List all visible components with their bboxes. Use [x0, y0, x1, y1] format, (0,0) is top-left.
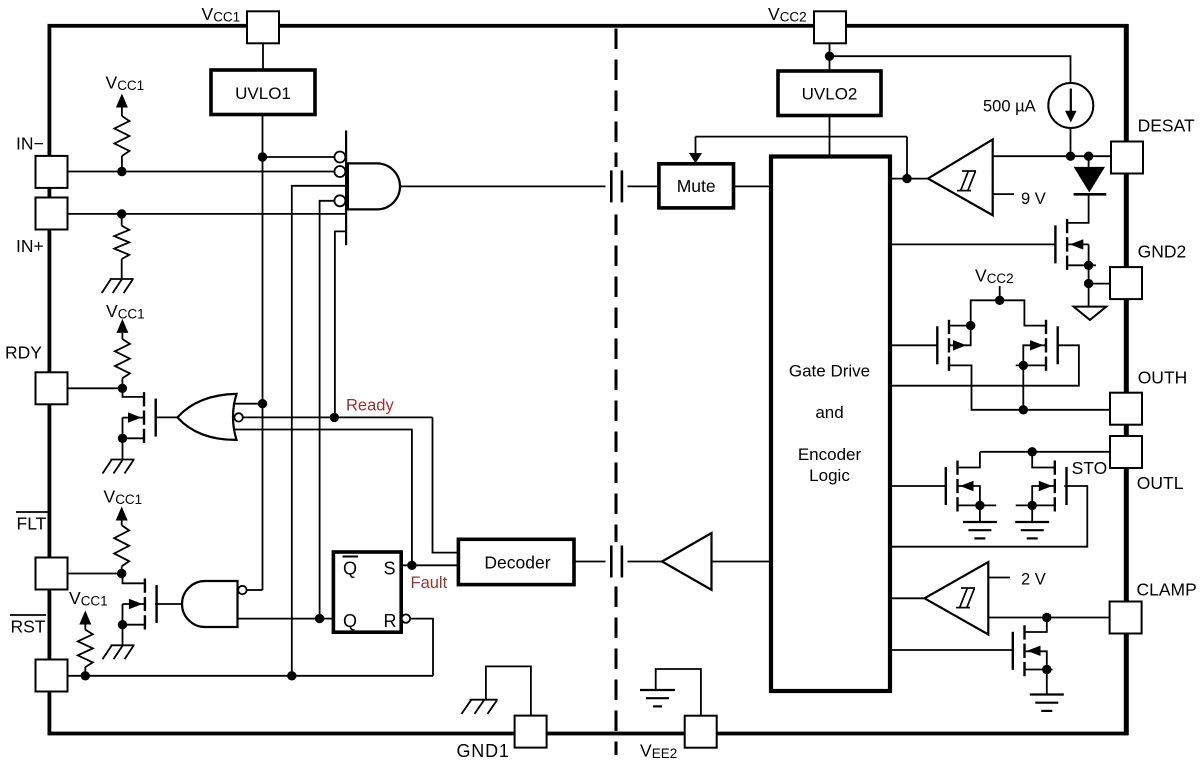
svg-text:IN+: IN+ — [16, 236, 44, 256]
svg-text:GND2: GND2 — [1138, 242, 1187, 262]
svg-text:CLAMP: CLAMP — [1137, 580, 1197, 600]
svg-text:Q: Q — [343, 611, 357, 631]
svg-text:and: and — [815, 403, 843, 422]
svg-text:STO: STO — [1072, 458, 1108, 478]
svg-text:RDY: RDY — [5, 343, 42, 363]
svg-text:9 V: 9 V — [1021, 190, 1046, 208]
svg-text:VCC1: VCC1 — [106, 301, 145, 322]
svg-text:VCC1: VCC1 — [106, 73, 145, 94]
svg-text:DESAT: DESAT — [1138, 116, 1195, 136]
svg-text:VCC1: VCC1 — [202, 4, 241, 25]
svg-text:R: R — [384, 611, 397, 631]
svg-text:Logic: Logic — [809, 466, 850, 485]
svg-text:Ready: Ready — [346, 397, 394, 415]
svg-text:VCC1: VCC1 — [69, 588, 108, 609]
svg-text:Mute: Mute — [677, 176, 716, 196]
svg-text:VEE2: VEE2 — [640, 741, 677, 762]
svg-text:UVLO2: UVLO2 — [802, 84, 858, 103]
svg-text:Encoder: Encoder — [798, 445, 862, 464]
svg-text:UVLO1: UVLO1 — [235, 84, 291, 103]
svg-text:RST: RST — [11, 617, 46, 637]
svg-text:VCC1: VCC1 — [104, 487, 143, 508]
svg-text:2 V: 2 V — [1021, 571, 1046, 589]
svg-text:Q: Q — [343, 559, 357, 579]
svg-text:OUTH: OUTH — [1138, 367, 1188, 387]
svg-text:VCC2: VCC2 — [975, 266, 1014, 287]
svg-text:IN−: IN− — [16, 134, 44, 154]
svg-text:OUTL: OUTL — [1137, 473, 1184, 493]
svg-text:GND1: GND1 — [457, 741, 510, 761]
svg-text:S: S — [384, 559, 396, 579]
svg-text:Gate Drive: Gate Drive — [789, 361, 870, 380]
svg-text:VCC2: VCC2 — [768, 4, 807, 25]
svg-text:500 µA: 500 µA — [983, 98, 1036, 116]
svg-text:Decoder: Decoder — [484, 553, 550, 573]
svg-text:FLT: FLT — [17, 514, 47, 534]
svg-text:Fault: Fault — [411, 574, 448, 592]
